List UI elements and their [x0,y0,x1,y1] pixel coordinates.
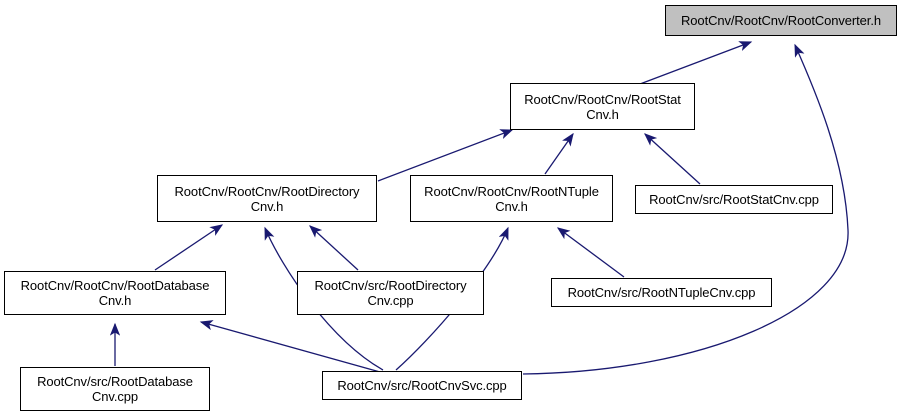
graph-node-label: RootCnv/RootCnv/RootDatabase [20,278,210,293]
graph-node-rootcnvsvc-cpp[interactable]: RootCnv/src/RootCnvSvc.cpp [322,371,522,400]
graph-edge-rootdirectorycnv-h-to-rootstatcnv-h [377,129,514,182]
graph-edge-rootdatabasecnv-h-to-rootdirectorycnv-h [154,224,224,271]
graph-node-label: RootCnv/RootCnv/RootConverter.h [681,13,881,28]
graph-node-label: Cnv.h [250,198,284,214]
graph-node-label: Cnv.h [495,198,528,214]
graph-node-label: RootCnv/src/RootCnvSvc.cpp [337,378,507,393]
graph-node-label: RootCnv/RootCnv/RootNTuple [424,183,599,199]
graph-node-label: RootCnv/src/RootDatabase [37,374,193,389]
graph-node-rootstatcnv-cpp[interactable]: RootCnv/src/RootStatCnv.cpp [635,185,833,214]
graph-edge-rootntuplecnv-cpp-to-rootntuplecnv-h [556,227,625,278]
graph-node-label: RootCnv/src/RootStatCnv.cpp [649,192,819,207]
graph-node-label: Cnv.h [586,106,619,122]
graph-edge-rootntuplecnv-h-to-rootstatcnv-h [544,132,574,175]
graph-node-label: RootCnv/src/RootDirectory [314,278,467,293]
graph-node-label: RootCnv/RootCnv/RootDirectory [174,183,360,199]
graph-edge-rootcnvsvc-cpp-to-rootdatabasecnv-h [199,320,381,373]
graph-edge-rootdirectorycnv-cpp-to-rootdirectorycnv-h [309,225,359,271]
graph-node-label: RootCnv/src/RootNTupleCnv.cpp [567,285,756,300]
graph-node-label: Cnv.h [98,293,132,308]
graph-node-rootntuplecnv-cpp[interactable]: RootCnv/src/RootNTupleCnv.cpp [551,278,772,307]
graph-node-label: RootCnv/RootCnv/RootStat [524,91,681,107]
graph-node-rootconverter-h[interactable]: RootCnv/RootCnv/RootConverter.h [665,5,897,36]
graph-edge-rootstatcnv-h-to-rootconverter-h [639,41,753,85]
graph-node-label: Cnv.cpp [367,293,414,308]
graph-node-label: Cnv.cpp [91,389,139,404]
graph-edge-rootstatcnv-cpp-to-rootstatcnv-h [644,133,701,185]
